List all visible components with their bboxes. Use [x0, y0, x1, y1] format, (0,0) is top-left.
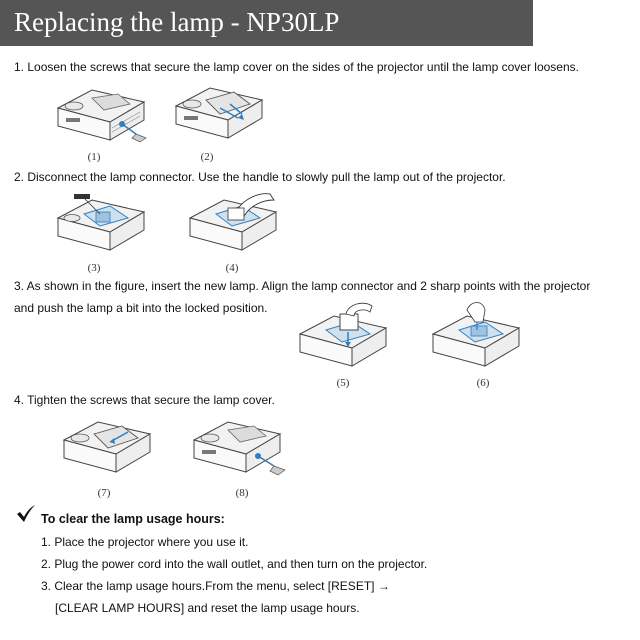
projector-illustration-5 [298, 302, 388, 367]
clear-lamp-hours-heading: To clear the lamp usage hours: [41, 512, 225, 526]
caption-1: (1) [87, 151, 101, 163]
caption-5: (5) [336, 377, 350, 389]
projector-illustration-2 [174, 87, 264, 139]
figure-3 [52, 190, 150, 256]
title-bar [0, 0, 533, 46]
figure-4 [184, 190, 282, 256]
caption-6: (6) [476, 377, 490, 389]
caption-3: (3) [87, 262, 101, 274]
figure-7 [58, 412, 156, 478]
clear-step-3-line-2: [CLEAR LAMP HOURS] and reset the lamp us… [55, 601, 360, 615]
figure-1 [52, 80, 150, 146]
figure-8 [188, 412, 288, 478]
step-2-text: 2. Disconnect the lamp connector. Use th… [14, 170, 506, 184]
projector-illustration-7 [62, 421, 152, 473]
figure-2 [170, 78, 268, 144]
projector-illustration-4 [188, 193, 278, 251]
figure-5 [294, 300, 392, 372]
projector-illustration-3 [56, 194, 146, 251]
clear-step-1: 1. Place the projector where you use it. [41, 535, 249, 549]
projector-illustration-8 [192, 421, 286, 476]
step-4-text: 4. Tighten the screws that secure the la… [14, 393, 275, 407]
clear-step-3-line-1: 3. Clear the lamp usage hours.From the m… [41, 579, 390, 593]
projector-illustration-6 [431, 302, 521, 367]
clear-step-2: 2. Plug the power cord into the wall out… [41, 557, 428, 571]
projector-illustration-1 [56, 89, 147, 143]
caption-4: (4) [225, 262, 239, 274]
checkmark-icon [16, 505, 36, 528]
step-3-text-line-1: 3. As shown in the figure, insert the ne… [14, 279, 591, 293]
caption-7: (7) [97, 487, 111, 499]
step-1-text: 1. Loosen the screws that secure the lam… [14, 60, 579, 74]
step-3-text-line-2: and push the lamp a bit into the locked … [14, 301, 268, 315]
figure-6 [427, 300, 525, 372]
caption-2: (2) [200, 151, 214, 163]
caption-8: (8) [235, 487, 249, 499]
page-title: Replacing the lamp - NP30LP [14, 7, 340, 37]
